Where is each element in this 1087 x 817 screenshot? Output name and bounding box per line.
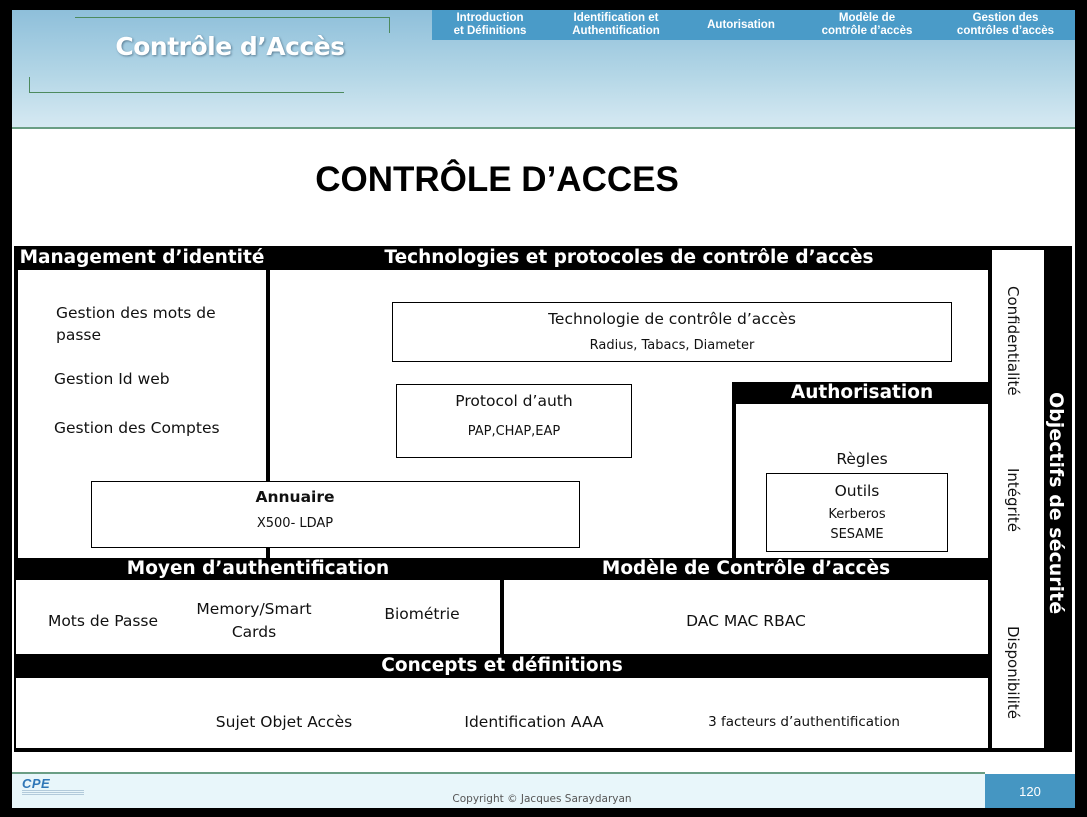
access-control-diagram: Management d’identité Technologies et pr… xyxy=(14,246,1072,752)
nav-tab-autorisation[interactable]: Autorisation xyxy=(684,10,798,40)
authentication-means-title: Moyen d’authentification xyxy=(126,558,390,579)
management-item: Gestion Id web xyxy=(54,370,170,388)
authorisation-rules: Règles xyxy=(836,450,888,468)
security-objective-item: Disponibilité xyxy=(1004,626,1022,720)
security-objectives-title: Objectifs de sécurité xyxy=(1045,392,1067,615)
authentication-means-panel xyxy=(16,580,500,654)
protocol-box-sub: PAP,CHAP,EAP xyxy=(467,424,561,439)
concepts-item: Sujet Objet Accès xyxy=(215,713,353,731)
authentication-means-item: Biométrie xyxy=(384,605,460,623)
security-objective-item: Confidentialité xyxy=(1004,286,1022,396)
header-deco-tick-top xyxy=(389,17,390,33)
tools-box-item: Kerberos xyxy=(828,507,886,522)
management-title: Management d’identité xyxy=(19,247,265,268)
concepts-item: Identification AAA xyxy=(464,713,604,731)
security-objective-item: Intégrité xyxy=(1004,468,1022,533)
logo-tagline-decoration xyxy=(22,790,84,796)
copyright: Copyright © Jacques Saraydaryan xyxy=(452,793,632,805)
nav-tab-line: et Définitions xyxy=(453,25,527,37)
nav-tab-line: Gestion des xyxy=(972,12,1039,24)
protocol-box: Protocol d’auth PAP,CHAP,EAP xyxy=(396,384,632,458)
nav-tab-line: Autorisation xyxy=(707,18,775,31)
access-model-panel xyxy=(504,580,988,654)
technologies-title: Technologies et protocoles de contrôle d… xyxy=(384,247,874,268)
nav-tab-line: contrôle d’accès xyxy=(821,25,913,37)
management-item: Gestion des mots de passe xyxy=(56,304,216,344)
protocol-box-title: Protocol d’auth xyxy=(455,392,573,410)
authentication-means-item: Memory/Smart Cards xyxy=(196,600,312,641)
concepts-panel xyxy=(16,678,988,748)
nav-tab-line: Authentification xyxy=(572,25,660,37)
footer xyxy=(12,772,985,808)
management-item: Gestion des Comptes xyxy=(54,419,220,437)
technology-box: Technologie de contrôle d’accès Radius, … xyxy=(392,302,952,362)
nav-tab-line: Introduction xyxy=(456,12,524,24)
nav-tab-line: Modèle de xyxy=(838,12,896,24)
security-objectives-white-panel xyxy=(992,250,1044,748)
header-title: Contrôle d’Accès xyxy=(115,32,345,61)
header-deco-line-bottom xyxy=(29,92,344,93)
concepts-title: Concepts et définitions xyxy=(381,655,623,676)
technology-box-title: Technologie de contrôle d’accès xyxy=(548,310,796,328)
concepts-item: 3 facteurs d’authentification xyxy=(708,714,900,730)
tools-box-item: SESAME xyxy=(830,527,884,542)
annuaire-box-title: Annuaire xyxy=(255,488,335,506)
nav-tab-line: Identification et xyxy=(573,12,659,24)
nav-tab-line: contrôles d’accès xyxy=(956,25,1055,37)
annuaire-box: Annuaire X500- LDAP xyxy=(91,481,580,548)
tools-box-title: Outils xyxy=(834,482,880,500)
authentication-means-item: Mots de Passe xyxy=(47,612,159,630)
tools-box: Outils Kerberos SESAME xyxy=(766,473,948,552)
cpe-logo: CPE xyxy=(22,776,51,791)
access-model-title: Modèle de Contrôle d’accès xyxy=(601,558,891,579)
header-deco-line-top xyxy=(75,17,390,18)
page-number: 120 xyxy=(985,774,1075,808)
access-model-value: DAC MAC RBAC xyxy=(686,612,806,630)
annuaire-box-sub: X500- LDAP xyxy=(256,516,334,531)
header-deco-tick-bottom xyxy=(29,77,30,93)
technology-box-sub: Radius, Tabacs, Diameter xyxy=(589,338,755,353)
page-title: CONTRÔLE D’ACCES xyxy=(315,160,679,199)
authorisation-title: Authorisation xyxy=(790,382,934,403)
